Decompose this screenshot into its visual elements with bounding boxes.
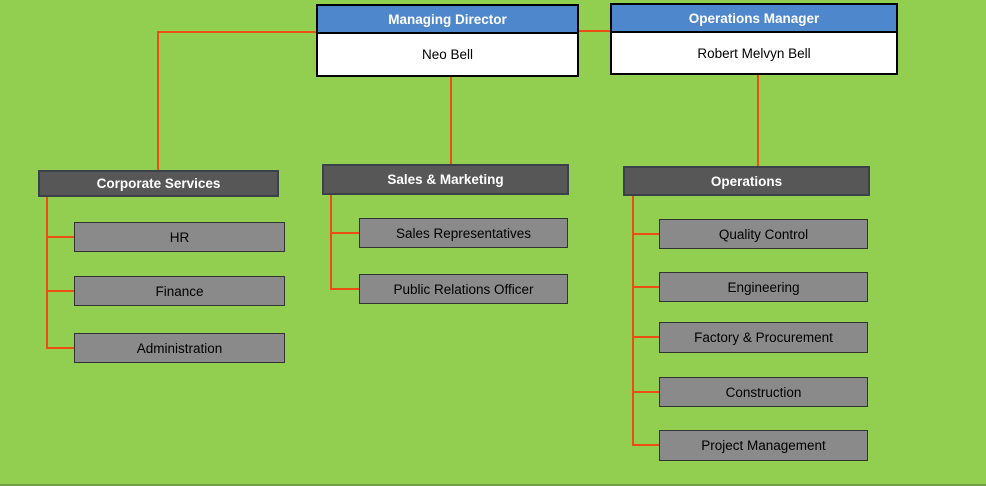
connector-stub-hr [46,236,74,238]
node-finance[interactable]: Finance [74,276,285,306]
node-person: Robert Melvyn Bell [697,45,811,61]
node-title: Operations Manager [612,5,896,33]
node-managing-director[interactable]: Managing Director Neo Bell [316,4,579,77]
connector-stub-sales-representatives [330,232,359,234]
connector-operations-rail [632,196,634,446]
node-project-management[interactable]: Project Management [659,430,868,461]
connector-stub-factory-procurement [632,336,659,338]
node-factory-procurement[interactable]: Factory & Procurement [659,322,868,353]
connector-sales-marketing-rail [330,195,332,290]
connector-stub-finance [46,290,74,292]
node-construction[interactable]: Construction [659,377,868,407]
node-title: Managing Director [318,6,577,34]
connector-om-to-operations [757,75,759,166]
connector-corporate-services-rail [46,197,48,348]
node-operations[interactable]: Operations [623,166,870,196]
node-sales-representatives[interactable]: Sales Representatives [359,218,568,248]
connector-md-to-corporate-services-horizontal [158,31,316,33]
node-engineering[interactable]: Engineering [659,272,868,302]
node-hr[interactable]: HR [74,222,285,252]
window-bottom-edge [0,484,986,486]
node-public-relations-officer[interactable]: Public Relations Officer [359,274,568,304]
node-sales-marketing[interactable]: Sales & Marketing [322,164,569,195]
connector-stub-construction [632,391,659,393]
node-administration[interactable]: Administration [74,333,285,363]
connector-md-to-om [579,30,610,32]
connector-stub-project-management [632,444,659,446]
node-person: Neo Bell [421,47,474,62]
connector-stub-administration [46,347,74,349]
node-operations-manager[interactable]: Operations Manager Robert Melvyn Bell [610,3,898,75]
node-corporate-services[interactable]: Corporate Services [38,170,279,197]
connector-stub-engineering [632,286,659,288]
node-quality-control[interactable]: Quality Control [659,219,868,249]
connector-md-to-corporate-services-vertical [157,31,159,170]
connector-md-to-sales-marketing [450,77,452,164]
connector-stub-quality-control [632,233,659,235]
connector-stub-public-relations-officer [330,288,359,290]
